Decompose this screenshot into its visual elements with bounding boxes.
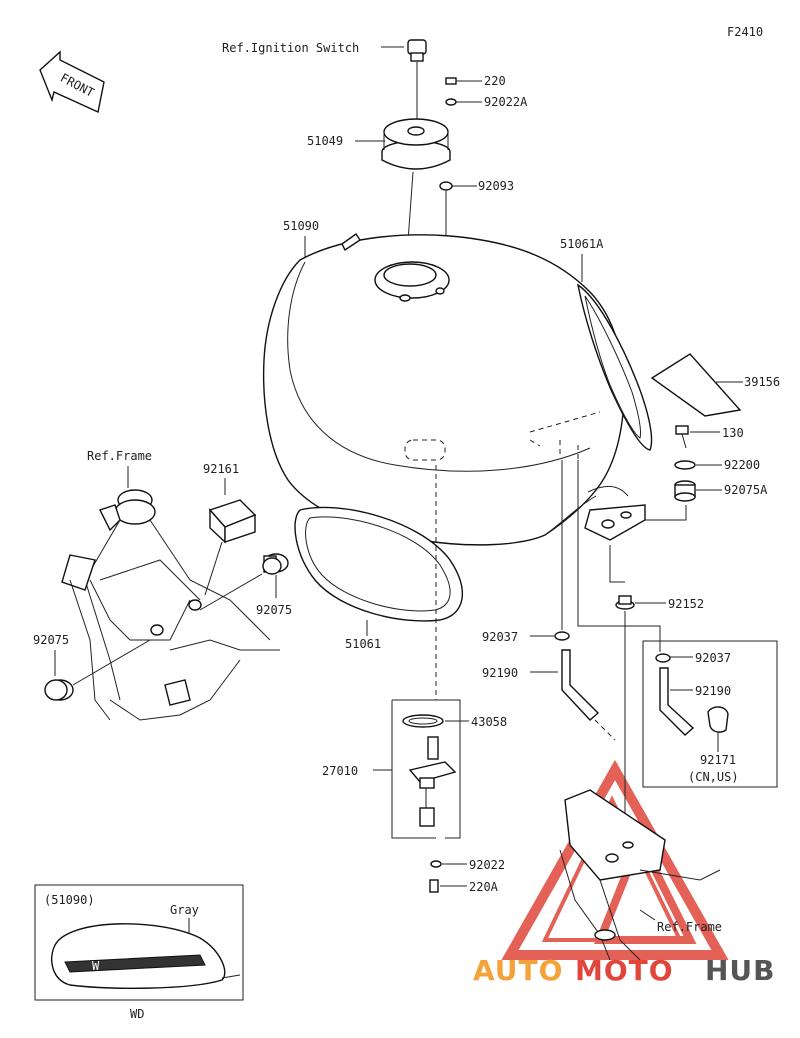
front-arrow: FRONT bbox=[39, 50, 105, 114]
watermark-moto: MOTO bbox=[575, 954, 674, 987]
label-220: 220 bbox=[484, 74, 506, 88]
label-130: 130 bbox=[722, 426, 744, 440]
damper-92075A bbox=[674, 480, 696, 502]
knee-pad-51061 bbox=[294, 506, 464, 622]
clamp-92037-mid bbox=[554, 631, 570, 641]
bolt-220 bbox=[445, 77, 470, 85]
watermark-text: AUTO MOTO HUB bbox=[473, 954, 776, 987]
label-43058: 43058 bbox=[471, 715, 507, 729]
damper-92075-left bbox=[44, 679, 74, 701]
label-51049: 51049 bbox=[307, 134, 343, 148]
fuel-pump-27010 bbox=[408, 736, 457, 827]
label-92190-box: 92190 bbox=[695, 684, 731, 698]
cn-us-box bbox=[642, 640, 778, 788]
label-92093: 92093 bbox=[478, 179, 514, 193]
label-92171: 92171 bbox=[700, 753, 736, 767]
label-ref-frame-right: Ref.Frame bbox=[657, 920, 722, 934]
sheet-39156 bbox=[650, 353, 742, 417]
diagram-code: F2410 bbox=[727, 25, 763, 39]
label-92161: 92161 bbox=[203, 462, 239, 476]
inset-code: (51090) bbox=[44, 893, 95, 907]
ignition-label: Ref.Ignition Switch bbox=[222, 41, 359, 55]
damper-92075-right bbox=[262, 553, 289, 575]
washer-92022 bbox=[430, 860, 442, 868]
label-51061A: 51061A bbox=[560, 237, 604, 251]
label-39156: 39156 bbox=[744, 375, 780, 389]
label-92152: 92152 bbox=[668, 597, 704, 611]
clamp-92037-box bbox=[655, 653, 671, 663]
inset-badge-mark: W bbox=[92, 959, 100, 973]
frame-left bbox=[61, 489, 280, 721]
frame-right bbox=[559, 789, 721, 961]
gasket-43058 bbox=[402, 714, 444, 728]
watermark-hub: HUB bbox=[705, 954, 776, 987]
label-27010: 27010 bbox=[322, 764, 358, 778]
washer-92022A bbox=[445, 98, 457, 106]
label-92075-right: 92075 bbox=[256, 603, 292, 617]
inset-tank: W bbox=[51, 923, 241, 989]
hose-92190-mid bbox=[561, 649, 600, 721]
label-92037-mid: 92037 bbox=[482, 630, 518, 644]
label-220A: 220A bbox=[469, 880, 499, 894]
label-92075A: 92075A bbox=[724, 483, 768, 497]
label-92200: 92200 bbox=[724, 458, 760, 472]
label-92171-note: (CN,US) bbox=[688, 770, 739, 784]
label-92075-left: 92075 bbox=[33, 633, 69, 647]
label-92022A: 92022A bbox=[484, 95, 528, 109]
fuel-tank bbox=[262, 233, 629, 546]
clip-92171 bbox=[707, 706, 729, 733]
label-ref-frame-left: Ref.Frame bbox=[87, 449, 152, 463]
watermark-auto: AUTO bbox=[473, 954, 563, 987]
bolt-130 bbox=[675, 425, 689, 449]
pad-92161 bbox=[208, 499, 257, 544]
label-92190-mid: 92190 bbox=[482, 666, 518, 680]
washer-92200 bbox=[674, 460, 696, 470]
bolt-220A bbox=[429, 879, 439, 893]
fuel-cap bbox=[381, 118, 451, 170]
tank-bracket bbox=[584, 504, 646, 541]
knee-pad-51061A bbox=[576, 283, 653, 451]
ignition-plug bbox=[407, 39, 427, 62]
inset-variant: WD bbox=[130, 1007, 144, 1021]
label-51090: 51090 bbox=[283, 219, 319, 233]
label-92037-box: 92037 bbox=[695, 651, 731, 665]
label-92022: 92022 bbox=[469, 858, 505, 872]
hose-92190-box bbox=[659, 667, 695, 736]
tank-badge-outline bbox=[404, 439, 446, 461]
variant-inset bbox=[34, 884, 244, 1001]
grommet-92093 bbox=[439, 181, 453, 191]
inset-color: Gray bbox=[170, 903, 199, 917]
grommet-92152 bbox=[615, 595, 635, 610]
label-51061: 51061 bbox=[345, 637, 381, 651]
